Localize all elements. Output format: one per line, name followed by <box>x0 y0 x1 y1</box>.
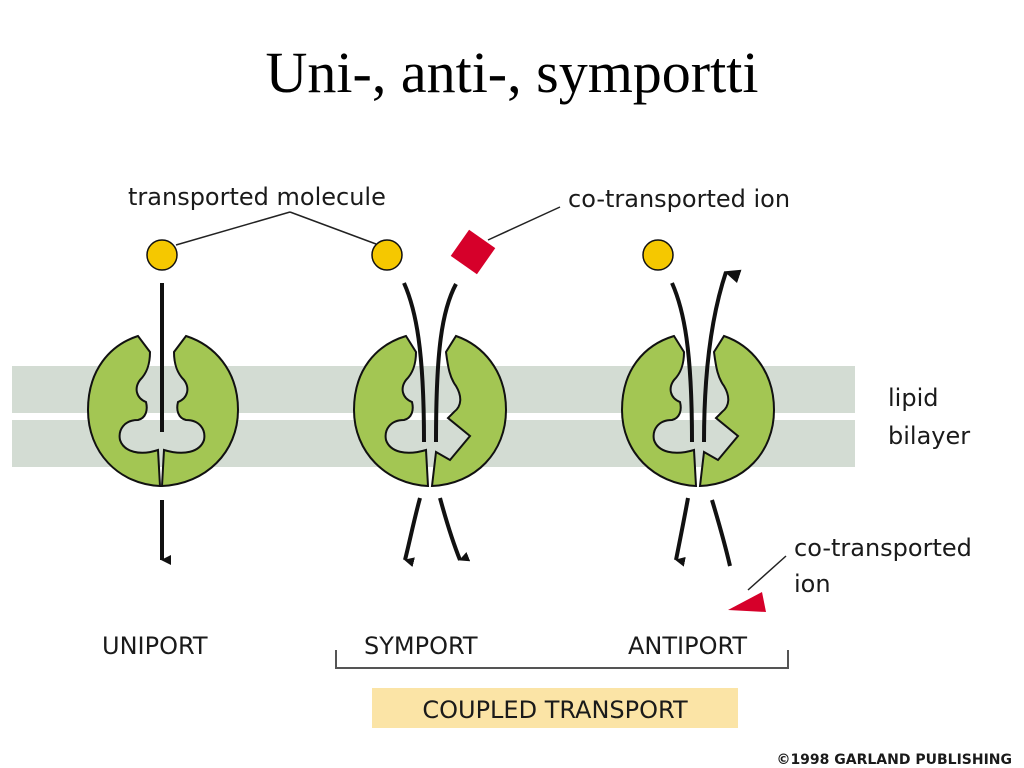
co-transported-ion-label-bottom-1: co-transported <box>794 534 972 562</box>
co-transported-ion-label-top: co-transported ion <box>568 185 790 213</box>
co-transported-ion-label-bottom-2: ion <box>794 570 831 598</box>
uniport-molecule <box>146 239 178 271</box>
uniport-protein <box>86 334 240 488</box>
antiport-ion <box>728 592 766 612</box>
uniport-label: UNIPORT <box>102 632 208 660</box>
symport-left-half <box>352 334 430 488</box>
antiport-protein <box>620 334 776 488</box>
symport-right-half <box>430 334 508 488</box>
antiport-paths <box>670 269 742 567</box>
symport-label: SYMPORT <box>364 632 478 660</box>
coupled-transport-label: COUPLED TRANSPORT <box>422 696 688 724</box>
symport-ion <box>450 229 496 275</box>
leader-lines <box>175 206 787 591</box>
symport-protein <box>352 334 508 488</box>
uniport-left-half <box>86 334 162 488</box>
slide-title: Uni-, anti-, symportti <box>265 40 759 105</box>
bilayer-outer-leaflet <box>12 366 855 413</box>
uniport-right-half <box>160 334 240 488</box>
symport-paths <box>402 282 471 568</box>
antiport-molecule <box>642 239 674 271</box>
lipid-bilayer-label-2: bilayer <box>888 422 970 450</box>
coupled-transport-box <box>372 688 738 728</box>
copyright-label: ©1998 GARLAND PUBLISHING <box>776 752 1012 768</box>
transported-molecule-label: transported molecule <box>128 183 386 211</box>
antiport-label: ANTIPORT <box>628 632 747 660</box>
lipid-bilayer-label-1: lipid <box>888 384 938 412</box>
symport-molecule <box>371 239 403 271</box>
antiport-left-half <box>620 334 698 488</box>
coupled-transport-bracket <box>335 650 789 669</box>
antiport-right-half <box>698 334 776 488</box>
